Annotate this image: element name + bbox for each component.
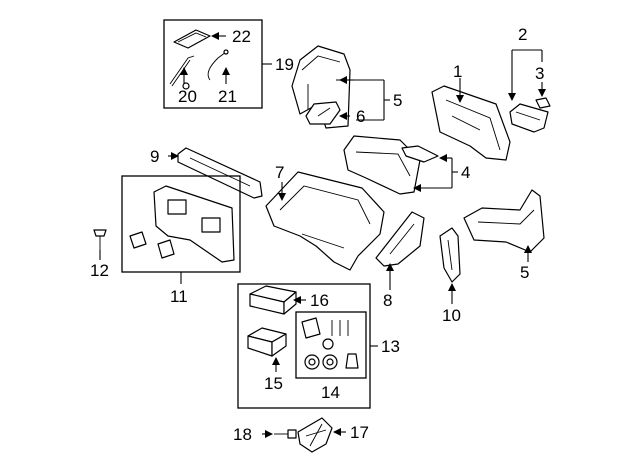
callout-19: 19 xyxy=(275,55,294,74)
part-4-gasket xyxy=(401,145,439,163)
callout-15: 15 xyxy=(264,374,283,393)
callout-22: 22 xyxy=(232,27,251,46)
part-6-bracket xyxy=(305,101,341,125)
part-5-lower-trim xyxy=(463,189,545,253)
part-8-bracket xyxy=(375,211,425,267)
part-11-panel xyxy=(129,185,235,263)
callout-8: 8 xyxy=(383,291,392,310)
callout-20: 20 xyxy=(178,87,197,106)
part-7-tray xyxy=(265,171,385,271)
callout-10: 10 xyxy=(442,306,461,325)
callout-16: 16 xyxy=(310,291,329,310)
callout-7: 7 xyxy=(275,163,284,182)
callout-4: 4 xyxy=(461,163,470,182)
part-2-panel xyxy=(509,103,549,133)
callout-21: 21 xyxy=(218,87,237,106)
part-3-lamp xyxy=(535,97,551,109)
part-14-kit xyxy=(301,317,359,370)
callout-2: 2 xyxy=(518,25,527,44)
callout-5-lower: 5 xyxy=(520,263,529,282)
callout-13: 13 xyxy=(381,337,400,356)
part-16-case xyxy=(249,285,297,315)
callout-12: 12 xyxy=(90,261,109,280)
part-21-hook xyxy=(207,49,229,81)
part-20-tool xyxy=(169,55,195,90)
callout-11: 11 xyxy=(170,287,188,306)
part-4-trim xyxy=(343,135,421,195)
callout-3: 3 xyxy=(535,64,544,83)
callout-1: 1 xyxy=(453,62,462,81)
part-22-pad xyxy=(173,29,211,49)
part-18-bolt xyxy=(274,429,297,439)
callout-6: 6 xyxy=(356,107,365,126)
part-10-pillar xyxy=(439,227,461,283)
group-box-14 xyxy=(295,311,367,379)
part-17-jack xyxy=(297,417,333,453)
callout-14: 14 xyxy=(321,383,340,402)
part-1-rear-panel xyxy=(431,85,511,161)
callout-17: 17 xyxy=(350,423,369,442)
part-9-rail xyxy=(177,147,263,199)
part-15-box xyxy=(247,327,287,357)
callout-5-upper: 5 xyxy=(393,91,402,110)
part-12-clip xyxy=(93,229,107,250)
callout-18: 18 xyxy=(233,425,252,444)
callout-9: 9 xyxy=(150,147,159,166)
